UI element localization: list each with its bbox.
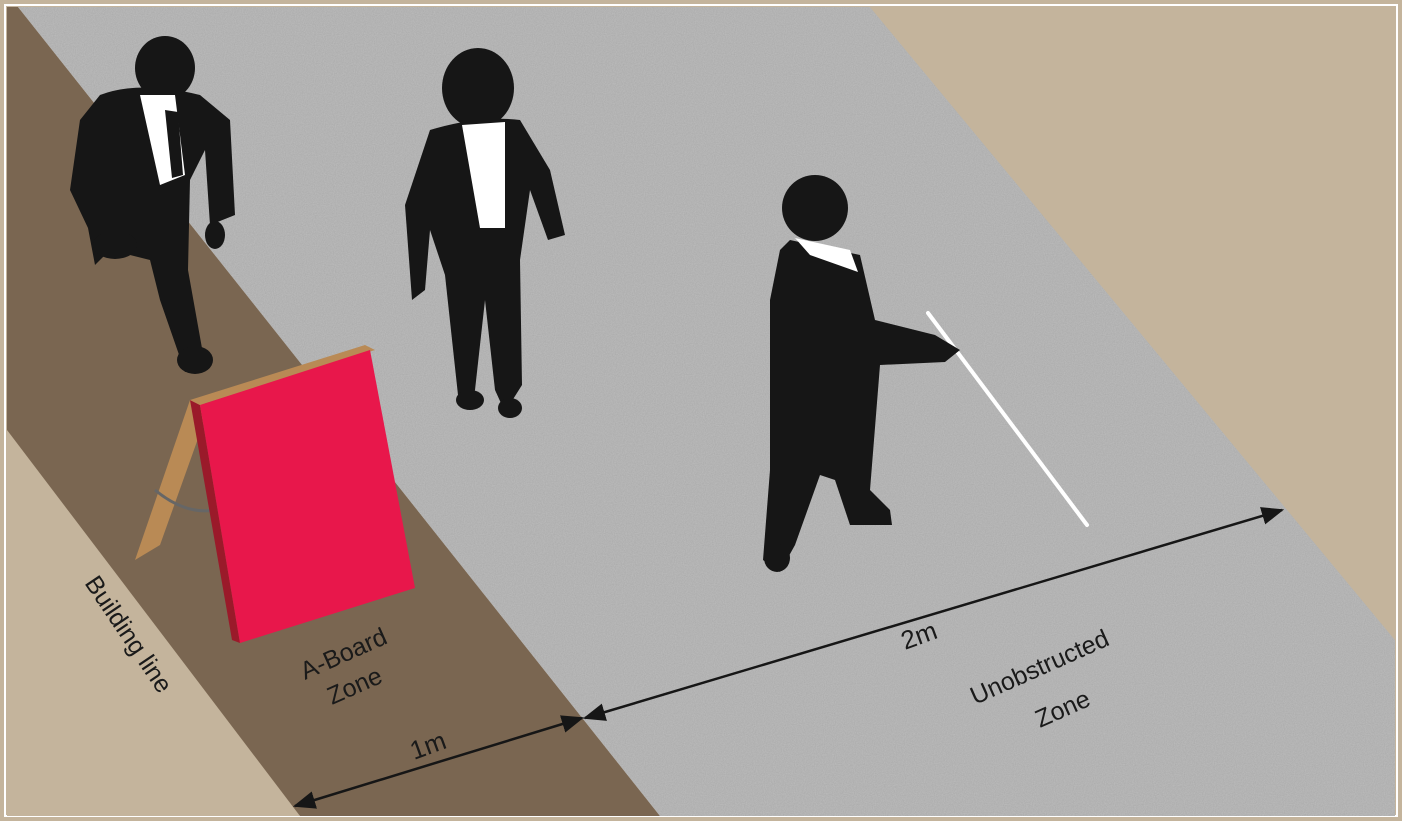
pavement-zones-diagram: Building line A-Board Zone 1m 2m Unobstr… xyxy=(0,0,1402,821)
